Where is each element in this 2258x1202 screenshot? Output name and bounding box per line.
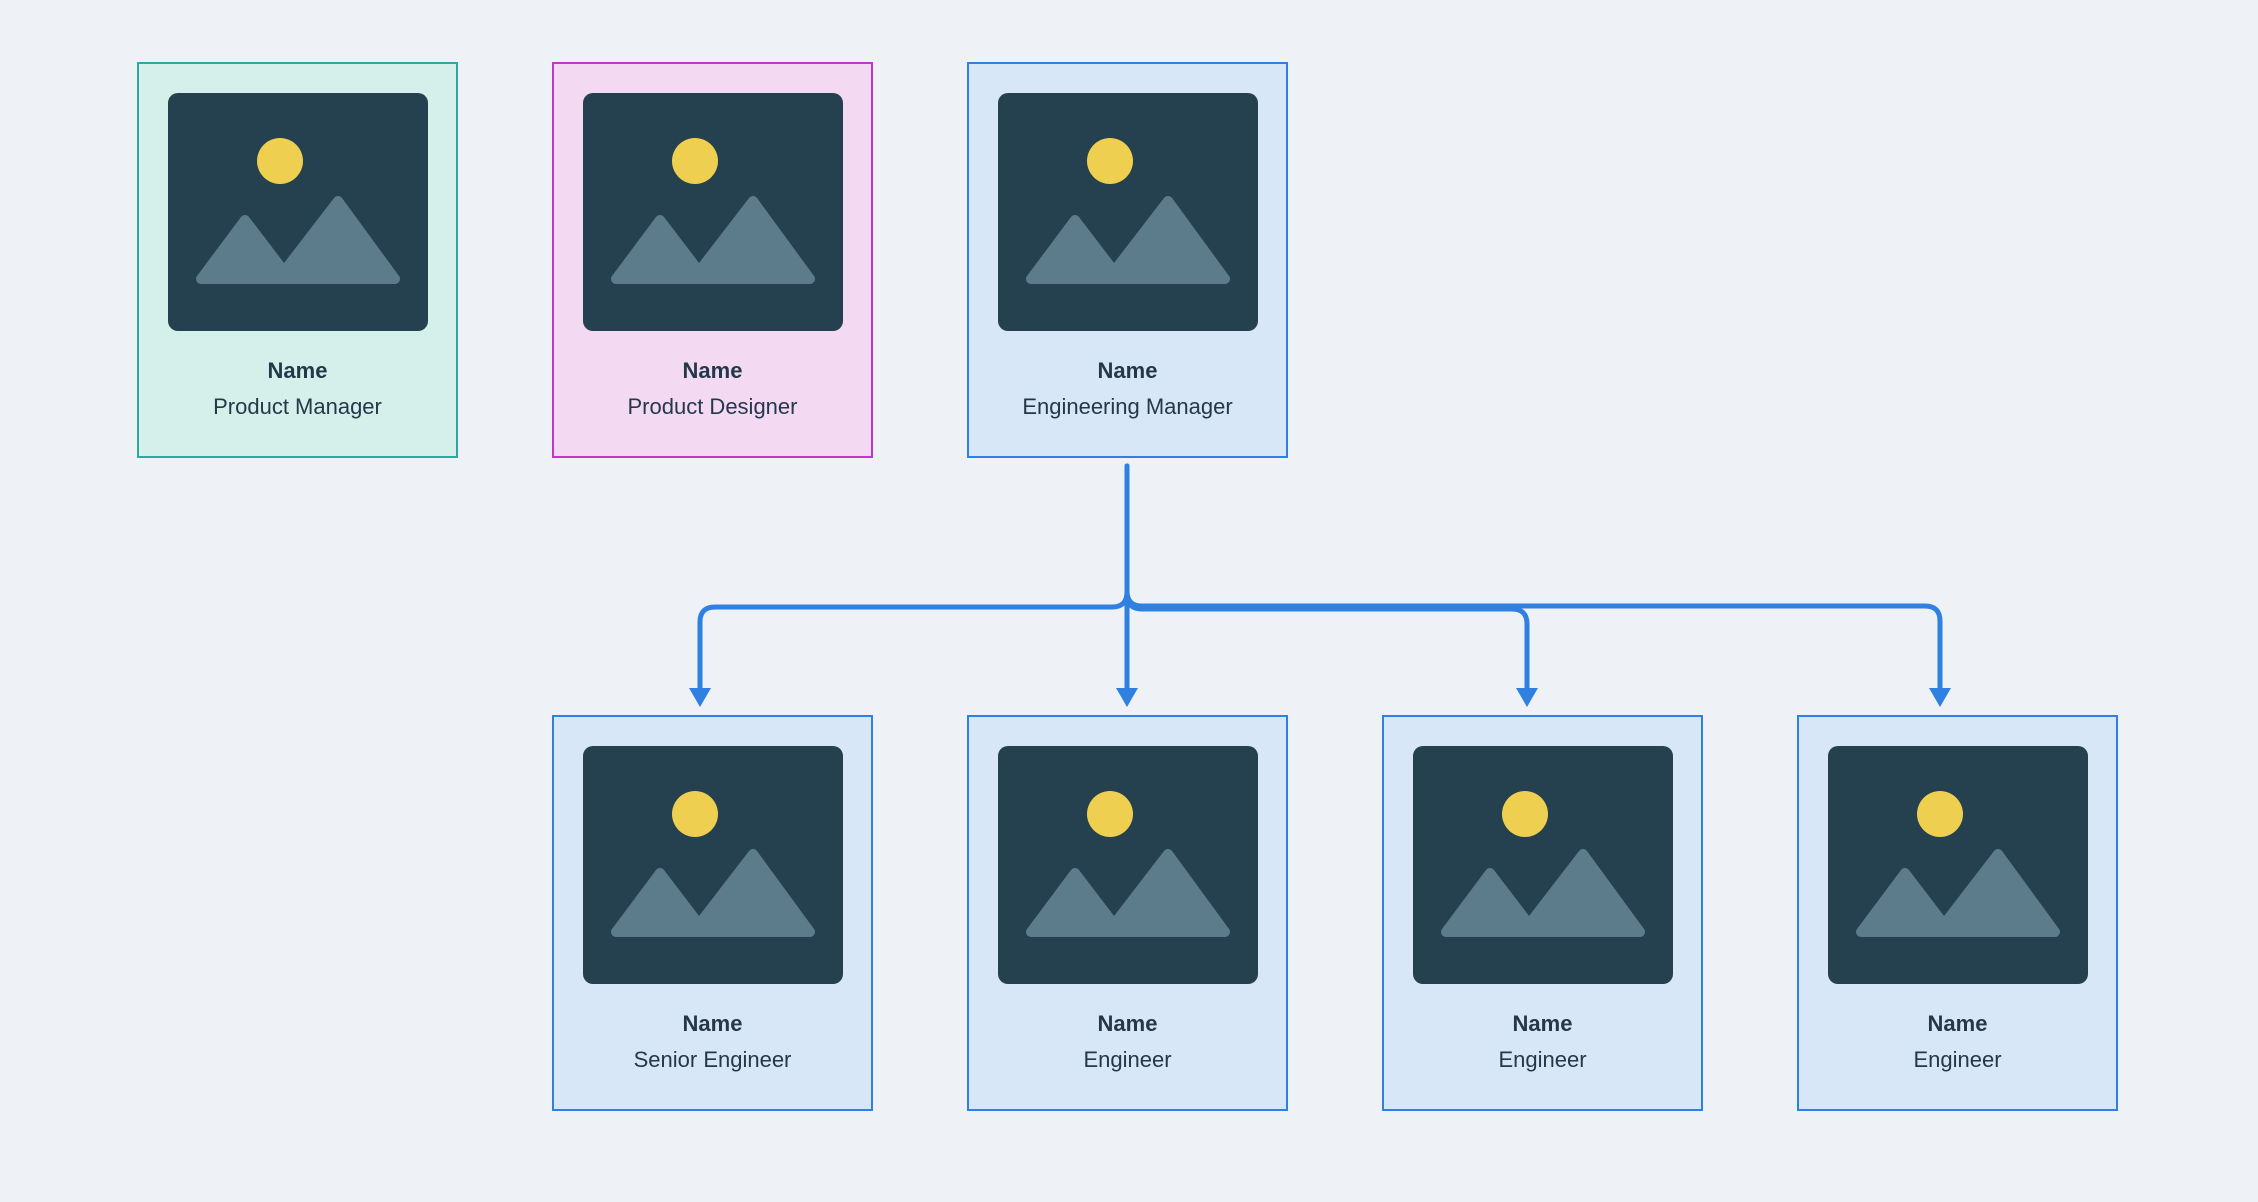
card-name: Name bbox=[682, 1011, 743, 1036]
card-name: Name bbox=[1512, 1011, 1573, 1036]
card-role: Engineering Manager bbox=[1022, 394, 1233, 419]
org-card-engineer-3[interactable]: Name Engineer bbox=[1797, 715, 2118, 1111]
connector-em-to-senior-engineer[interactable] bbox=[697, 463, 1130, 692]
arrowhead-senior-engineer bbox=[689, 688, 711, 707]
image-placeholder-icon bbox=[997, 746, 1258, 984]
card-role: Engineer bbox=[1083, 1047, 1172, 1072]
org-card-engineer-1[interactable]: Name Engineer bbox=[967, 715, 1288, 1111]
card-role: Senior Engineer bbox=[633, 1047, 792, 1072]
card-name: Name bbox=[1097, 1011, 1158, 1036]
image-placeholder-icon bbox=[1827, 746, 2088, 984]
card-name: Name bbox=[1097, 358, 1158, 383]
card-role: Product Manager bbox=[213, 394, 382, 419]
org-card-product-designer[interactable]: Name Product Designer bbox=[552, 62, 873, 458]
org-card-product-manager[interactable]: Name Product Manager bbox=[137, 62, 458, 458]
card-role: Engineer bbox=[1913, 1047, 2002, 1072]
card-role: Product Designer bbox=[627, 394, 798, 419]
card-name: Name bbox=[1927, 1011, 1988, 1036]
image-placeholder-icon bbox=[167, 93, 428, 331]
arrowhead-engineer-2 bbox=[1516, 688, 1538, 707]
connector-em-to-engineer-2[interactable] bbox=[1124, 463, 1530, 692]
card-name: Name bbox=[682, 358, 743, 383]
image-placeholder-icon bbox=[997, 93, 1258, 331]
arrowhead-engineer-1 bbox=[1116, 688, 1138, 707]
connector-em-to-engineer-3[interactable] bbox=[1124, 463, 1943, 692]
card-name: Name bbox=[267, 358, 328, 383]
card-role: Engineer bbox=[1498, 1047, 1587, 1072]
org-card-engineering-manager[interactable]: Name Engineering Manager bbox=[967, 62, 1288, 458]
image-placeholder-icon bbox=[582, 746, 843, 984]
org-card-senior-engineer[interactable]: Name Senior Engineer bbox=[552, 715, 873, 1111]
image-placeholder-icon bbox=[582, 93, 843, 331]
arrowhead-engineer-3 bbox=[1929, 688, 1951, 707]
image-placeholder-icon bbox=[1412, 746, 1673, 984]
org-card-engineer-2[interactable]: Name Engineer bbox=[1382, 715, 1703, 1111]
